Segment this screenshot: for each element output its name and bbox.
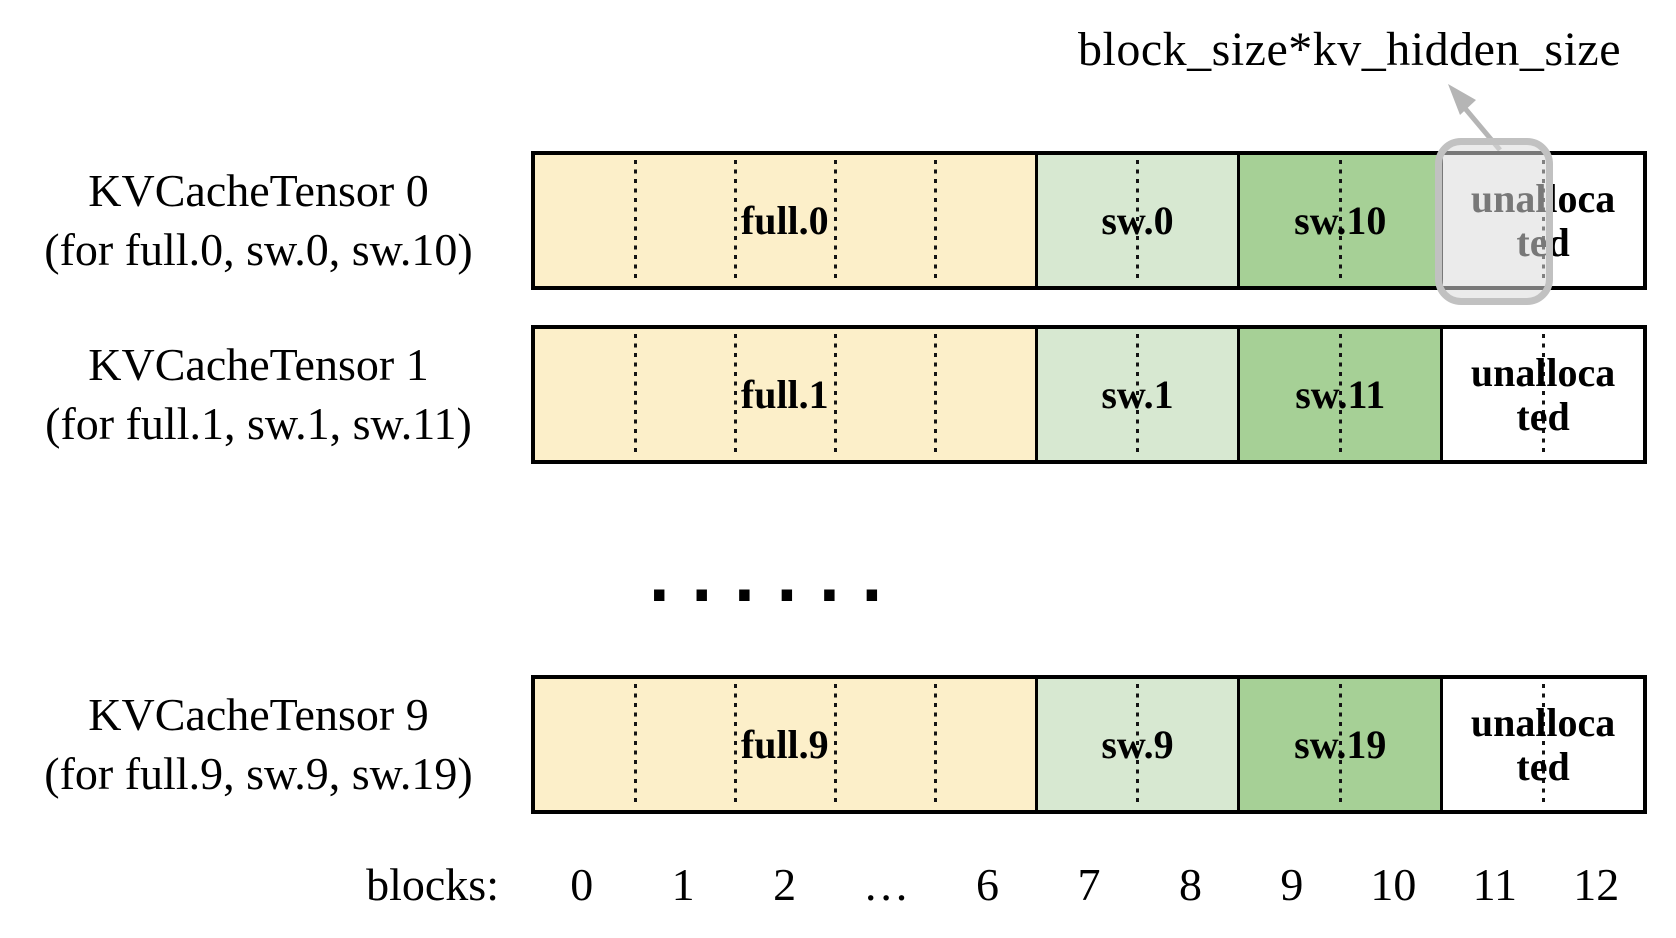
block-divider <box>1136 334 1140 455</box>
block-divider <box>1339 160 1343 281</box>
tensor-0-title: KVCacheTensor 0 <box>88 164 429 216</box>
segment-sw-label: sw.0 <box>1101 198 1174 243</box>
segment-sw: sw.1 <box>1034 329 1238 460</box>
block-size-annotation: block_size*kv_hidden_size <box>1078 23 1622 76</box>
blocks-axis-label: blocks: <box>366 858 499 910</box>
segment-sw-offset-label: sw.10 <box>1294 198 1387 243</box>
segment-sw-offset-label: sw.19 <box>1294 722 1387 767</box>
tensor-0-label: KVCacheTensor 0 (for full.0, sw.0, sw.10… <box>0 151 531 290</box>
segment-full: full.1 <box>535 329 1035 460</box>
tensor-1-label: KVCacheTensor 1 (for full.1, sw.1, sw.11… <box>0 325 531 464</box>
block-divider <box>1339 684 1343 805</box>
axis-tick: 1 <box>671 858 695 910</box>
tensor-9-subtitle: (for full.9, sw.9, sw.19) <box>44 747 473 799</box>
kv-cache-tensor-row-9: KVCacheTensor 9 (for full.9, sw.9, sw.19… <box>0 675 1676 814</box>
axis-tick: 7 <box>1077 858 1101 910</box>
kv-cache-tensor-row-0: KVCacheTensor 0 (for full.0, sw.0, sw.10… <box>0 151 1676 290</box>
block-divider <box>1542 684 1546 805</box>
block-divider <box>833 334 837 455</box>
segment-full: full.0 <box>535 155 1035 286</box>
axis-tick: 10 <box>1370 858 1417 910</box>
axis-tick: 8 <box>1178 858 1202 910</box>
blocks-axis-ticks: 0 1 2 … 6 7 8 9 10 11 12 <box>531 854 1647 914</box>
segment-sw-offset-label: sw.11 <box>1295 372 1386 417</box>
segment-sw-offset: sw.11 <box>1237 329 1441 460</box>
block-divider <box>733 684 737 805</box>
block-divider <box>733 334 737 455</box>
axis-tick: 9 <box>1280 858 1304 910</box>
block-divider <box>1542 334 1546 455</box>
tensor-1-bar: full.1 sw.1 sw.11 unalloca ted <box>531 325 1647 464</box>
block-divider <box>633 160 637 281</box>
segment-full-label: full.1 <box>740 372 829 417</box>
tensor-9-title: KVCacheTensor 9 <box>88 688 429 740</box>
segment-sw-label: sw.9 <box>1101 722 1174 767</box>
segment-sw: sw.0 <box>1034 155 1238 286</box>
block-divider <box>933 684 937 805</box>
segment-unallocated: unalloca ted <box>1440 329 1643 460</box>
segment-full-label: full.9 <box>740 722 829 767</box>
block-divider <box>1136 160 1140 281</box>
axis-tick: 12 <box>1573 858 1620 910</box>
block-divider <box>733 160 737 281</box>
rows-ellipsis: ...... <box>640 543 896 617</box>
tensor-9-bar: full.9 sw.9 sw.19 unalloca ted <box>531 675 1647 814</box>
segment-sw: sw.9 <box>1034 679 1238 810</box>
block-size-highlight <box>1435 138 1553 305</box>
block-divider <box>833 684 837 805</box>
block-divider <box>933 334 937 455</box>
tensor-0-subtitle: (for full.0, sw.0, sw.10) <box>44 223 473 275</box>
segment-sw-label: sw.1 <box>1101 372 1174 417</box>
axis-tick: … <box>863 858 910 910</box>
segment-sw-offset: sw.19 <box>1237 679 1441 810</box>
block-divider <box>633 684 637 805</box>
blocks-axis: blocks: 0 1 2 … 6 7 8 9 10 11 12 <box>0 854 1676 914</box>
block-divider <box>1339 334 1343 455</box>
block-divider <box>1136 684 1140 805</box>
kv-cache-tensor-row-1: KVCacheTensor 1 (for full.1, sw.1, sw.11… <box>0 325 1676 464</box>
axis-tick: 11 <box>1472 858 1517 910</box>
block-divider <box>833 160 837 281</box>
tensor-1-title: KVCacheTensor 1 <box>88 338 429 390</box>
block-divider <box>933 160 937 281</box>
segment-unallocated-label: unalloca ted <box>1470 699 1616 789</box>
segment-sw-offset: sw.10 <box>1237 155 1441 286</box>
axis-tick: 0 <box>570 858 594 910</box>
segment-full-label: full.0 <box>740 198 829 243</box>
segment-unallocated: unalloca ted <box>1440 679 1643 810</box>
segment-full: full.9 <box>535 679 1035 810</box>
axis-tick: 6 <box>976 858 1000 910</box>
tensor-1-subtitle: (for full.1, sw.1, sw.11) <box>45 397 472 449</box>
segment-unallocated-label: unalloca ted <box>1470 349 1616 439</box>
axis-tick: 2 <box>773 858 797 910</box>
block-divider <box>633 334 637 455</box>
tensor-9-label: KVCacheTensor 9 (for full.9, sw.9, sw.19… <box>0 675 531 814</box>
